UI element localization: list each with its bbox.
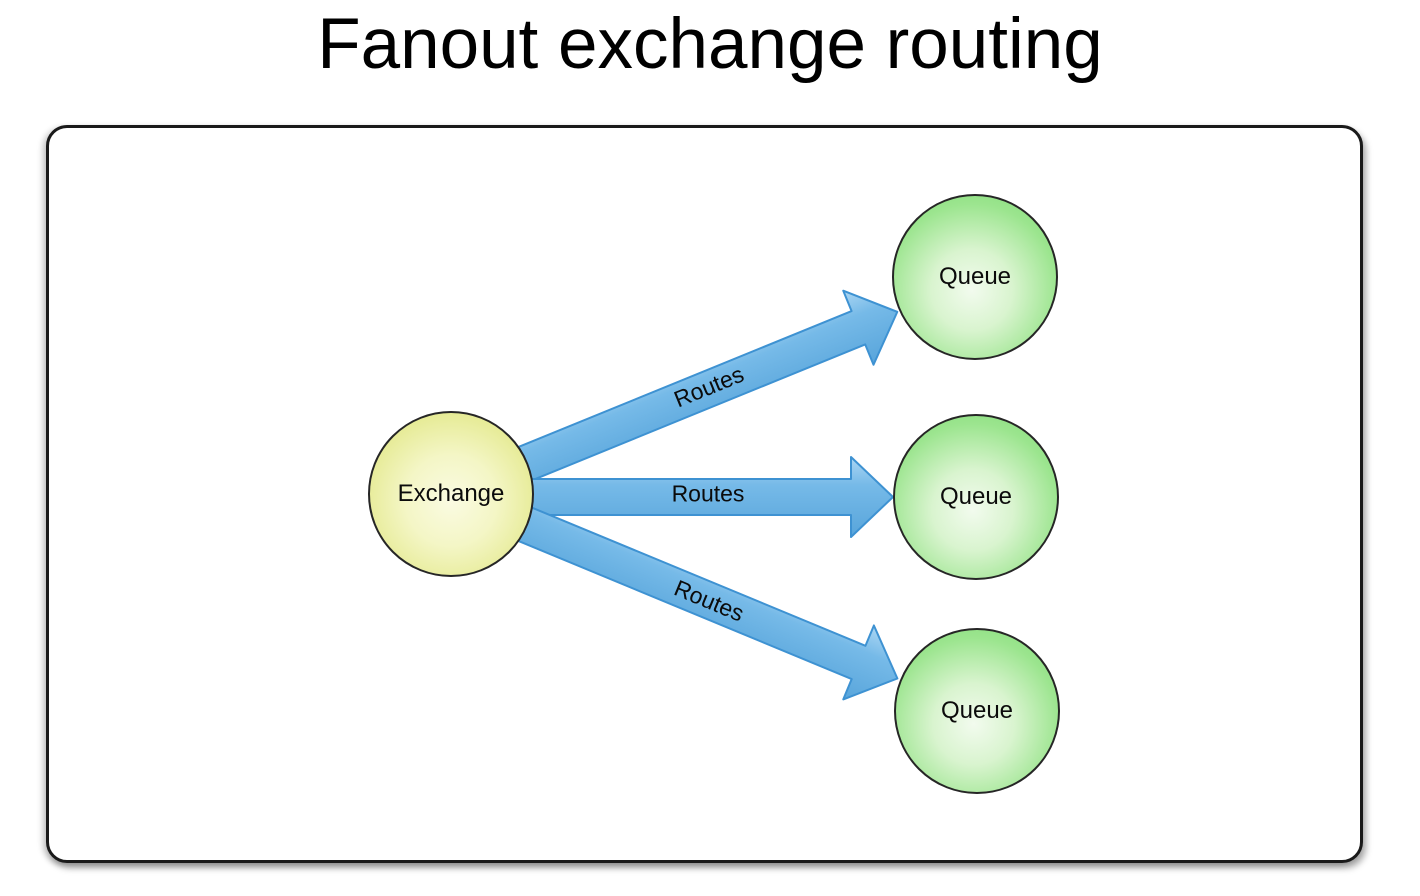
route-arrow-bottom (510, 503, 899, 701)
route-arrow-top (510, 289, 899, 485)
route-label-middle: Routes (671, 480, 745, 507)
queue-label: Queue (940, 697, 1014, 724)
queue-node-bottom: Queue (894, 628, 1060, 794)
queue-label: Queue (938, 263, 1012, 290)
queue-node-top: Queue (892, 194, 1058, 360)
queue-label: Queue (939, 483, 1013, 510)
route-arrow-middle (515, 456, 894, 538)
queue-node-middle: Queue (893, 414, 1059, 580)
exchange-node: Exchange (368, 411, 534, 577)
diagram-title: Fanout exchange routing (317, 5, 1103, 84)
exchange-label: Exchange (397, 480, 505, 507)
